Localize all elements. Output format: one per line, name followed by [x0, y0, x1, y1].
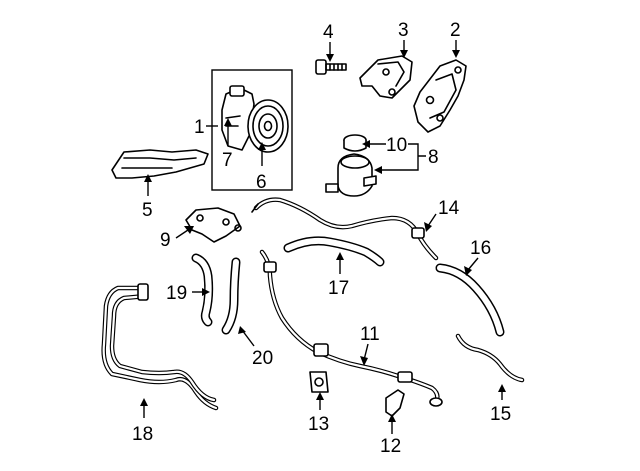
- callout-17: 17: [328, 278, 349, 299]
- part-15-line: [455, 333, 525, 383]
- part-1-assembly-frame: [211, 69, 293, 191]
- part-17-hose: [283, 236, 385, 267]
- callout-16: 16: [470, 238, 491, 259]
- callout-7: 7: [222, 150, 233, 171]
- part-4-bolt: [315, 59, 347, 75]
- callout-12: 12: [380, 436, 401, 457]
- callout-11: 11: [360, 324, 380, 345]
- callout-4: 4: [323, 22, 334, 43]
- part-9-bracket: [185, 207, 242, 243]
- part-5-heat-shield: [111, 149, 209, 179]
- part-13-clamp: [309, 371, 329, 393]
- callout-18: 18: [132, 424, 153, 445]
- part-3-bracket: [359, 55, 413, 99]
- callout-13: 13: [308, 414, 329, 435]
- part-14-return-line: [251, 197, 439, 261]
- callout-15: 15: [490, 404, 511, 425]
- part-1-power-steering-pump: [221, 85, 289, 153]
- callout-14: 14: [438, 198, 460, 219]
- callout-labels: 4 3 2 1 7 6 5 10 8 9 14 16 17 19 20 11 1…: [132, 20, 511, 457]
- part-11-pressure-line: [259, 249, 443, 407]
- part-20-hose: [221, 257, 241, 335]
- callout-19: 19: [166, 283, 187, 304]
- part-19-hose: [191, 253, 214, 327]
- part-16-return-hose: [435, 263, 505, 337]
- part-2-bracket: [413, 59, 467, 133]
- part-12-fitting: [385, 389, 405, 417]
- callout-20: 20: [252, 348, 273, 369]
- callout-9: 9: [160, 230, 171, 251]
- part-10-reservoir-cap: [343, 134, 367, 152]
- callout-5: 5: [142, 200, 153, 221]
- callout-6: 6: [256, 172, 267, 193]
- callout-3: 3: [398, 20, 409, 41]
- callout-2: 2: [450, 20, 461, 41]
- callout-10: 10: [386, 135, 407, 156]
- part-8-reservoir: [325, 153, 377, 197]
- part-18-cooler-lines: [101, 283, 219, 411]
- callout-1: 1: [194, 117, 205, 138]
- leader-lines: [140, 40, 506, 434]
- callout-8: 8: [428, 147, 439, 168]
